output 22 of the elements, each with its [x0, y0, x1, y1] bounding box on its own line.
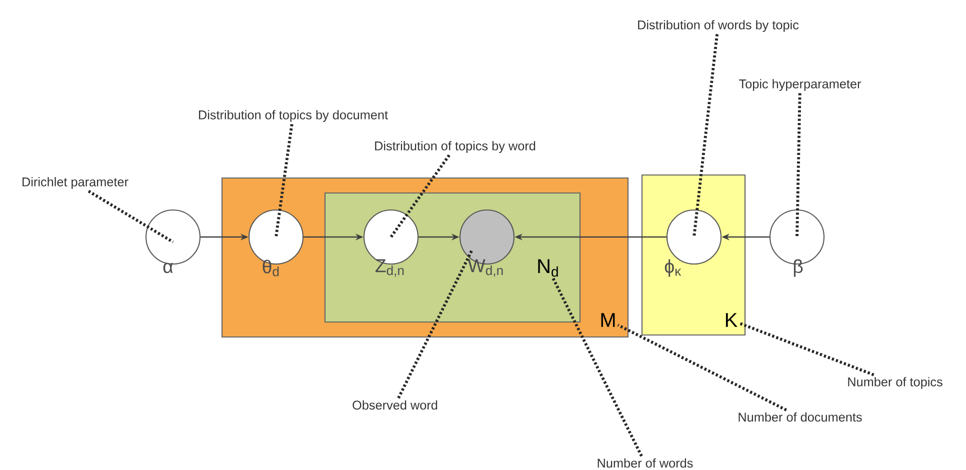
annotation-text: Dirichlet parameter [22, 177, 128, 189]
leader-line [88, 190, 174, 244]
annotation-text: Number of topics [848, 377, 942, 389]
leader-line [397, 249, 474, 399]
annotation-text: Distribution of topics by word [375, 141, 536, 153]
leader-line [796, 93, 802, 238]
annotation-text: Distribution of topics by document [199, 110, 388, 122]
node-label: d [272, 266, 279, 276]
leader-line [617, 324, 787, 412]
leader-line [692, 34, 719, 238]
annotation-text: Number of words [598, 458, 693, 468]
annotation-text: Observed word [352, 400, 438, 410]
annotation-text: Topic hyperparameter [739, 79, 862, 91]
node-label: d,n [386, 266, 404, 277]
node-label: α [163, 262, 173, 274]
leader-line [390, 154, 450, 238]
annotation-text: Distribution of words by topic [638, 20, 799, 32]
node-label: d,n [486, 266, 503, 277]
leader-line [738, 322, 874, 376]
leader-line [274, 124, 294, 238]
annotation-text: Number of documents [738, 412, 862, 422]
node-label: κ [676, 268, 682, 276]
